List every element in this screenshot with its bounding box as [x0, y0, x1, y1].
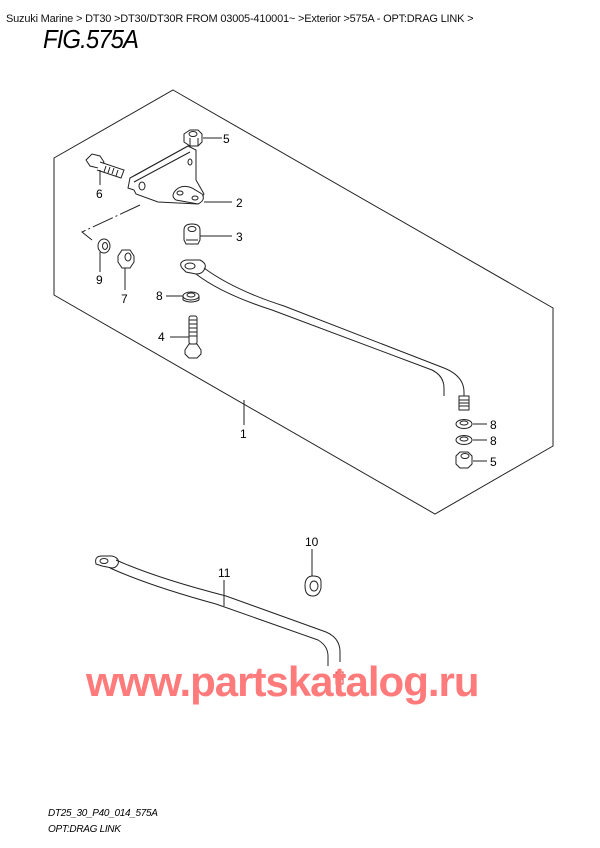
watermark: www.partskatalog.ru: [86, 658, 480, 705]
breadcrumb-link-exterior[interactable]: Exterior: [304, 13, 341, 25]
breadcrumb-separator: >: [467, 13, 474, 25]
callout-5[interactable]: 5: [490, 455, 497, 469]
washer-icon: [97, 238, 111, 254]
breadcrumb-link-dt30-dt30r[interactable]: DT30/DT30R FROM 03005-410001~: [120, 13, 296, 25]
assembly-leader: [81, 204, 141, 241]
bushing-icon: [304, 575, 322, 597]
nut-icon: [183, 129, 203, 147]
breadcrumb: Suzuki Marine > DT30 >DT30/DT30R FROM 03…: [6, 13, 474, 25]
washer-icon: [455, 435, 473, 445]
bracket-icon: [127, 145, 205, 205]
breadcrumb-separator: >: [298, 13, 305, 25]
breadcrumb-link-dt30[interactable]: DT30: [85, 13, 112, 25]
nut-icon: [455, 451, 473, 469]
breadcrumb-separator: >: [75, 13, 83, 25]
diagram-code: DT25_30_P40_014_575A: [48, 808, 158, 819]
callout-5[interactable]: 5: [223, 132, 230, 146]
bolt-icon: [184, 315, 202, 359]
callout-8[interactable]: 8: [490, 434, 497, 448]
washer-icon: [455, 419, 473, 429]
drag-link-rod-icon: [180, 259, 470, 411]
callout-9[interactable]: 9: [96, 273, 103, 287]
callout-8[interactable]: 8: [490, 418, 497, 432]
nut-icon: [117, 249, 135, 269]
callout-8[interactable]: 8: [156, 289, 163, 303]
callout-1[interactable]: 1: [240, 427, 247, 441]
callout-3[interactable]: 3: [236, 230, 243, 244]
figure-title: FIG.575A: [43, 24, 139, 54]
callout-10[interactable]: 10: [305, 535, 319, 549]
washer-icon: [182, 291, 200, 303]
bushing-icon: [183, 223, 201, 245]
callout-11[interactable]: 11: [218, 566, 231, 580]
callout-6[interactable]: 6: [96, 187, 103, 201]
assembly-frame: [53, 89, 554, 515]
breadcrumb-link-suzuki-marine[interactable]: Suzuki Marine: [6, 13, 74, 25]
breadcrumb-separator: >: [343, 13, 350, 25]
breadcrumb-separator: >: [114, 13, 121, 25]
drag-link-rod-icon: [95, 555, 344, 685]
bolt-icon: [85, 153, 125, 179]
callout-7[interactable]: 7: [121, 292, 128, 306]
callout-4[interactable]: 4: [158, 330, 165, 344]
diagram-name: OPT:DRAG LINK: [48, 824, 121, 835]
breadcrumb-link-575a[interactable]: 575A - OPT:DRAG LINK: [349, 13, 465, 25]
callout-2[interactable]: 2: [236, 196, 243, 210]
